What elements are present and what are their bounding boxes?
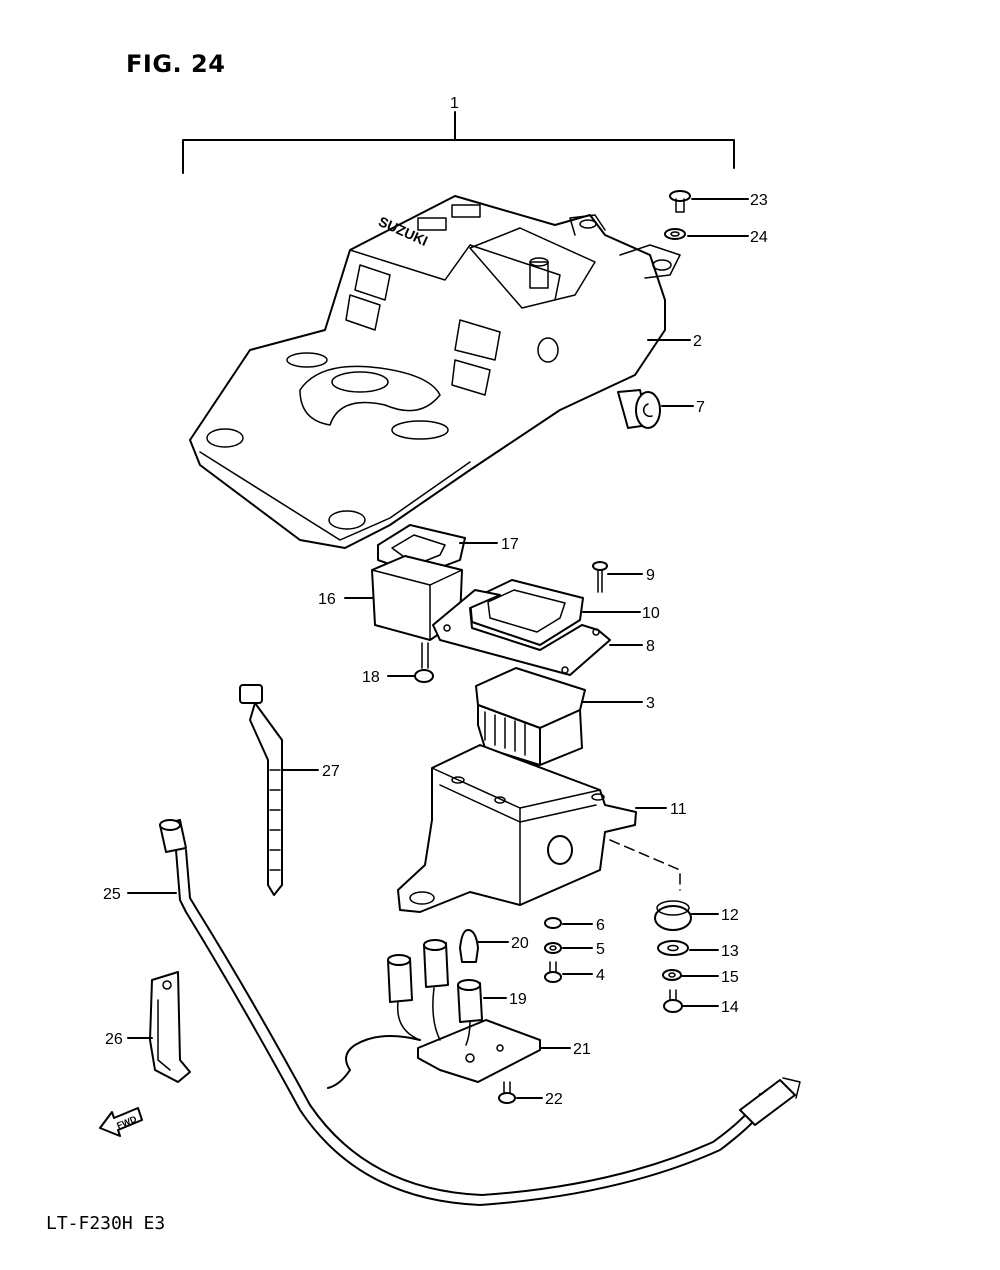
callout-22: 22: [545, 1091, 563, 1108]
callout-8: 8: [646, 638, 655, 655]
callout-17: 17: [501, 536, 519, 553]
callout-19: 19: [509, 991, 527, 1008]
callout-12: 12: [721, 907, 739, 924]
forward-arrow-icon: FWD: [99, 1107, 143, 1137]
knob-7[interactable]: 7: [617, 389, 705, 429]
callout-6: 6: [596, 917, 605, 934]
callout-3: 3: [646, 695, 655, 712]
cable-25[interactable]: 25: [103, 819, 801, 1206]
grommet-12[interactable]: 12: [654, 900, 739, 931]
callout-13: 13: [721, 943, 739, 960]
bulb-20[interactable]: 20: [459, 929, 529, 963]
nut-6[interactable]: 6: [544, 917, 605, 934]
callout-18: 18: [362, 669, 380, 686]
callout-24: 24: [750, 229, 768, 246]
callout-10: 10: [642, 605, 660, 622]
screw-9[interactable]: 9: [592, 561, 655, 593]
washer-13[interactable]: 13: [657, 940, 739, 960]
tie-27[interactable]: 27: [239, 684, 340, 896]
callout-23: 23: [750, 192, 768, 209]
washer-5[interactable]: 5: [544, 941, 605, 958]
callout-16: 16: [318, 591, 336, 608]
callout-4: 4: [596, 967, 605, 984]
screw-23[interactable]: 23: [669, 190, 768, 213]
callout-21: 21: [573, 1041, 591, 1058]
callout-20: 20: [511, 935, 529, 952]
screw-14[interactable]: 14: [663, 989, 739, 1016]
socket-19[interactable]: 19: [387, 939, 527, 1023]
washer-15[interactable]: 15: [662, 969, 739, 986]
clamp-26[interactable]: 26: [105, 971, 191, 1083]
model-code: LT-F230H E3: [46, 1213, 166, 1234]
callout-9: 9: [646, 567, 655, 584]
callout-2: 2: [693, 333, 702, 350]
callout-27: 27: [322, 763, 340, 780]
figure-title: FIG. 24: [126, 50, 226, 78]
callout-15: 15: [721, 969, 739, 986]
callout-26: 26: [105, 1031, 123, 1048]
plate-8[interactable]: 8: [432, 589, 655, 676]
assembly-bracket: 1: [182, 95, 735, 174]
screw-22[interactable]: 22: [498, 1081, 563, 1108]
callout-11: 11: [670, 801, 687, 818]
callout-14: 14: [721, 999, 739, 1016]
callout-25: 25: [103, 886, 121, 903]
callout-5: 5: [596, 941, 605, 958]
meter-case-11[interactable]: 11: [397, 744, 687, 913]
cover-part[interactable]: SUZUKI 2: [189, 195, 702, 549]
callout-1: 1: [450, 95, 459, 112]
screw-4[interactable]: 4: [544, 961, 605, 984]
washer-24[interactable]: 24: [664, 228, 768, 246]
callout-7: 7: [696, 399, 705, 416]
harness-21[interactable]: 21: [327, 987, 591, 1089]
screw-18[interactable]: 18: [362, 642, 434, 686]
switch-3[interactable]: 3: [475, 667, 655, 796]
